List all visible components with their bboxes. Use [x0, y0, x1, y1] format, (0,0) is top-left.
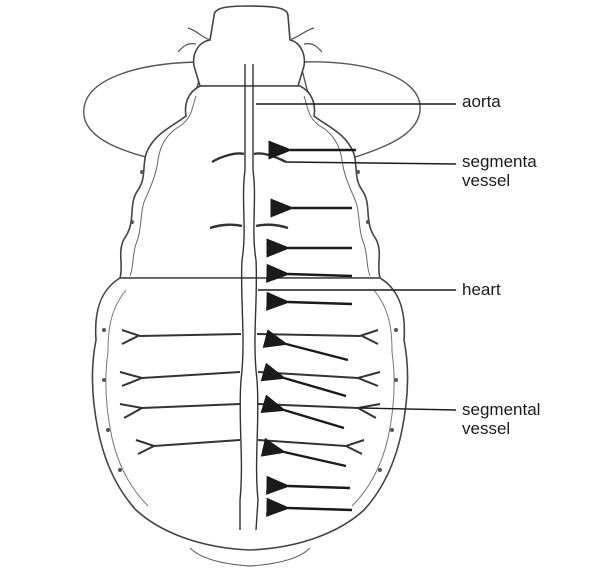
head	[194, 6, 305, 86]
label-segmental-vessel-top: segmenta vessel	[462, 152, 590, 190]
label-segmental-vessel-bottom: segmental vessel	[462, 400, 590, 438]
label-segmental-vessel-top-line1: segmenta	[462, 152, 590, 171]
label-aorta: aorta	[462, 92, 501, 111]
label-segmental-vessel-bottom-line2: vessel	[462, 419, 590, 438]
label-heart: heart	[462, 280, 501, 299]
abdomen	[92, 278, 407, 550]
label-segmental-vessel-top-line2: vessel	[462, 171, 590, 190]
label-segmental-vessel-bottom-line1: segmental	[462, 400, 590, 419]
